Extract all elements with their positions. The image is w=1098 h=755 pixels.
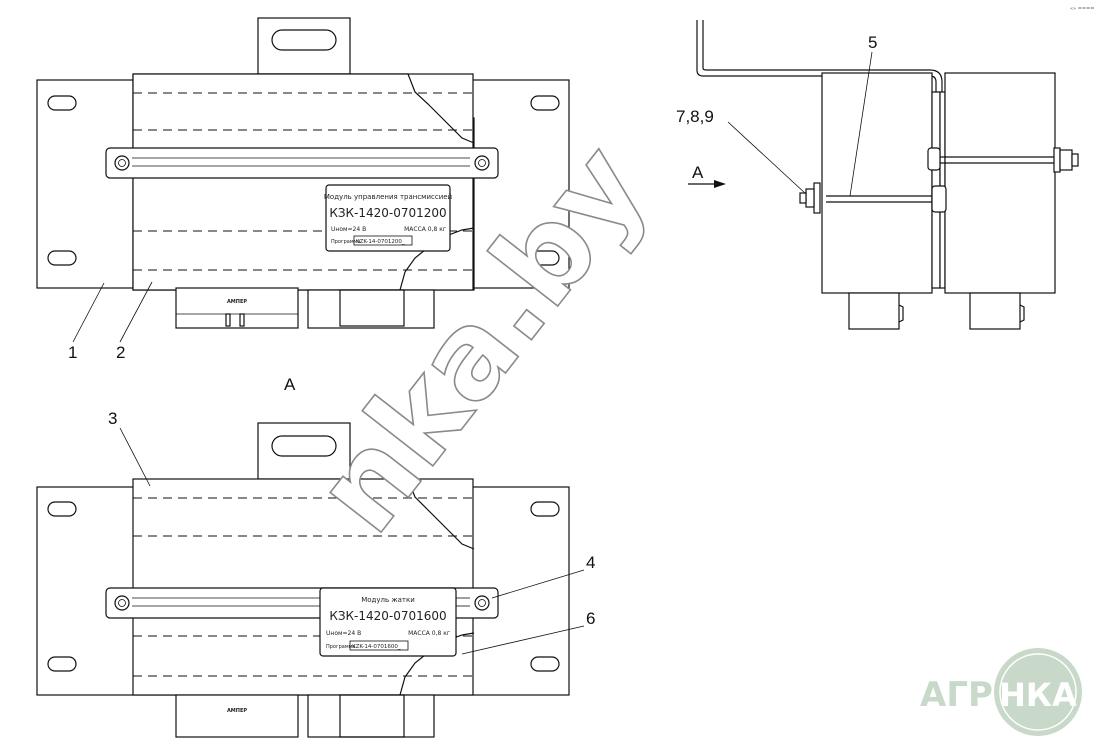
side-lower-washer [813, 182, 821, 214]
leader-5 [849, 51, 873, 197]
top-slot-tr [530, 95, 560, 111]
bottom-connector-2-inner [339, 694, 405, 738]
leader-3 [119, 427, 151, 487]
side-left-connector-clip [898, 304, 904, 323]
top-bolt-right-inner [478, 159, 486, 167]
bottom-bolt-right-inner [478, 599, 486, 607]
top-connector-mark: АМПЕР [227, 299, 247, 305]
side-left-module [821, 72, 933, 294]
top-connector-2-inner [339, 289, 405, 327]
bottom-module-housing [132, 478, 474, 696]
bottom-module-view: Модуль жатки КЗК-1420-0701600 Uном=24 В … [36, 409, 595, 738]
view-a-arrow-label: А [692, 163, 704, 182]
top-connector-1 [175, 287, 299, 329]
bottom-plate-voltage: Uном=24 В [326, 630, 361, 637]
view-a-arrowhead [714, 180, 726, 188]
label-part-3: 3 [108, 409, 117, 428]
top-tab [257, 17, 351, 75]
top-plate-serial-label: Программа [331, 239, 360, 245]
leader-4 [491, 569, 585, 599]
top-break-line [407, 73, 475, 144]
top-plate-serial: KZK-14-0701200_ [356, 239, 405, 245]
top-rail [105, 147, 499, 179]
side-bent-bracket-inner [702, 20, 943, 96]
side-right-connector-clip [1019, 304, 1025, 323]
bottom-plate-serial: KZK-14-0701600_ [352, 644, 401, 650]
bottom-slot-tl [47, 501, 77, 517]
top-connector-2 [307, 289, 435, 329]
bottom-connector-1 [175, 694, 299, 738]
bottom-plate-serial-box [349, 640, 409, 651]
side-view: А 7,8,9 5 [676, 20, 1079, 330]
bottom-nameplate [319, 587, 457, 657]
label-part-6: 6 [586, 609, 595, 628]
top-module-housing [132, 73, 474, 291]
top-bolt-right [474, 155, 490, 171]
side-upper-nut [1059, 149, 1073, 171]
top-bolt-left [114, 155, 130, 171]
logo-circle-text: НКА [999, 676, 1077, 714]
corner-mark: «» ==== [1070, 6, 1094, 12]
label-part-789: 7,8,9 [676, 107, 714, 126]
label-part-4: 4 [586, 553, 595, 572]
label-part-1: 1 [68, 343, 77, 362]
view-a-title: А [284, 375, 296, 394]
top-plate-voltage: Uном=24 В [331, 226, 366, 233]
bottom-plate-code: КЗК-1420-0701600 [329, 609, 446, 623]
bottom-bolt-left-inner [118, 599, 126, 607]
top-connector-pin-1 [225, 313, 231, 327]
top-plate-code: КЗК-1420-0701200 [329, 206, 446, 220]
agronka-logo: АГРО НКА [920, 648, 1082, 736]
side-upper-bolt-end [1071, 153, 1079, 167]
top-plate-mass: МАССА 0,8 кг [404, 226, 446, 233]
leader-2 [119, 281, 153, 343]
top-tab-hole [271, 29, 337, 51]
top-slot-bl [47, 250, 77, 266]
bottom-connector-mark: АМПЕР [227, 708, 247, 714]
side-upper-washer [1053, 147, 1061, 173]
leader-1 [72, 282, 105, 343]
leader-6 [461, 625, 585, 655]
bottom-slot-bl [47, 656, 77, 672]
bottom-bolt-left [114, 595, 130, 611]
bottom-bolt-right [474, 595, 490, 611]
top-slot-tl [47, 95, 77, 111]
side-right-connector [969, 292, 1021, 330]
bottom-connector-2 [307, 694, 435, 738]
side-left-connector [848, 292, 900, 330]
label-part-2: 2 [116, 343, 125, 362]
side-right-module [944, 72, 1056, 294]
top-slot-br [530, 250, 560, 266]
top-bolt-left-inner [118, 159, 126, 167]
side-lower-nut [805, 188, 815, 208]
logo-circle [994, 648, 1082, 736]
top-plate-serial-box [353, 235, 413, 246]
logo-circle-ring [999, 653, 1077, 731]
bottom-slot-br [530, 656, 560, 672]
bottom-break-line [407, 478, 475, 550]
top-connector-pin-2 [239, 313, 245, 327]
top-module-view: Модуль управления трансмиссией КЗК-1420-… [36, 17, 570, 362]
side-bent-bracket [696, 20, 937, 96]
bottom-plate-mass: МАССА 0,8 кг [408, 630, 450, 637]
top-nameplate [325, 184, 451, 252]
bottom-plate-title: Модуль жатки [361, 596, 415, 604]
side-lower-bolt-end [799, 192, 807, 204]
bottom-tab-hole [271, 435, 337, 457]
leader-789 [727, 121, 807, 195]
side-upper-bolt-head [927, 147, 941, 171]
side-lower-bolt-head [931, 185, 947, 213]
bottom-slot-tr [530, 501, 560, 517]
bottom-plate-serial-label: Программа [326, 644, 355, 650]
top-plate-title: Модуль управления трансмиссией [324, 193, 452, 201]
label-part-5: 5 [868, 33, 877, 52]
